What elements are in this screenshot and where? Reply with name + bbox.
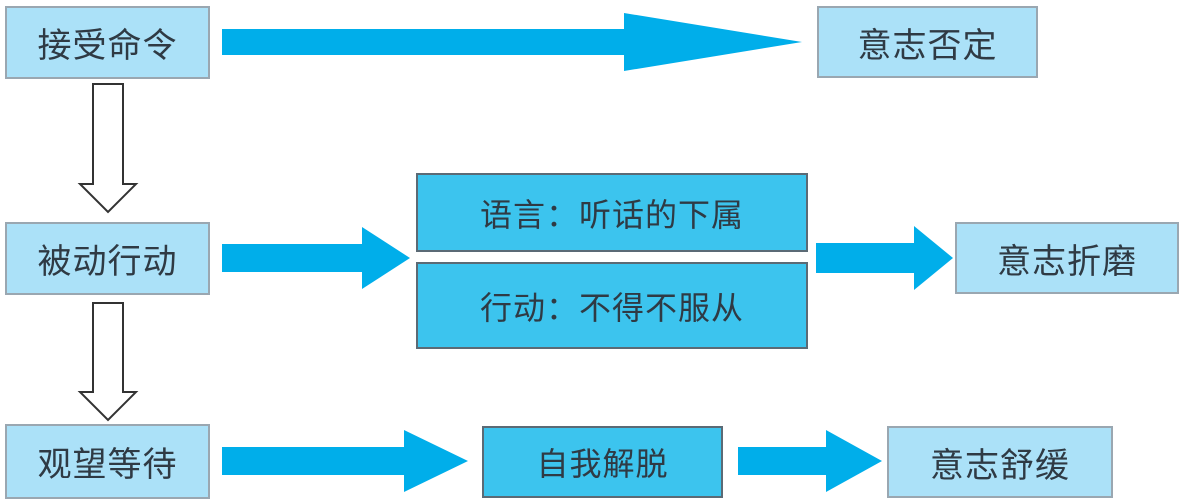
flow-arrow-stack-to-torment — [816, 226, 953, 290]
node-self-relief: 自我解脱 — [482, 426, 723, 498]
down-arrow-passive-to-wait — [77, 302, 139, 422]
flow-arrow-accept-to-denial — [222, 13, 802, 71]
flow-arrow-passive-to-stack — [222, 227, 410, 289]
node-accept-command: 接受命令 — [5, 6, 210, 79]
node-action-must-obey: 行动：不得不服从 — [416, 262, 808, 349]
down-arrow-accept-to-passive — [77, 83, 139, 214]
node-wait-and-see: 观望等待 — [5, 424, 210, 499]
node-will-relief: 意志舒缓 — [887, 426, 1113, 498]
flow-arrow-relief-to-ease — [738, 430, 882, 492]
node-passive-action: 被动行动 — [5, 222, 210, 295]
node-will-denial: 意志否定 — [817, 6, 1038, 78]
node-will-torment: 意志折磨 — [955, 222, 1179, 294]
node-speech-listen-superior: 语言：听话的下属 — [416, 173, 808, 252]
flow-arrow-wait-to-relief — [222, 430, 468, 492]
